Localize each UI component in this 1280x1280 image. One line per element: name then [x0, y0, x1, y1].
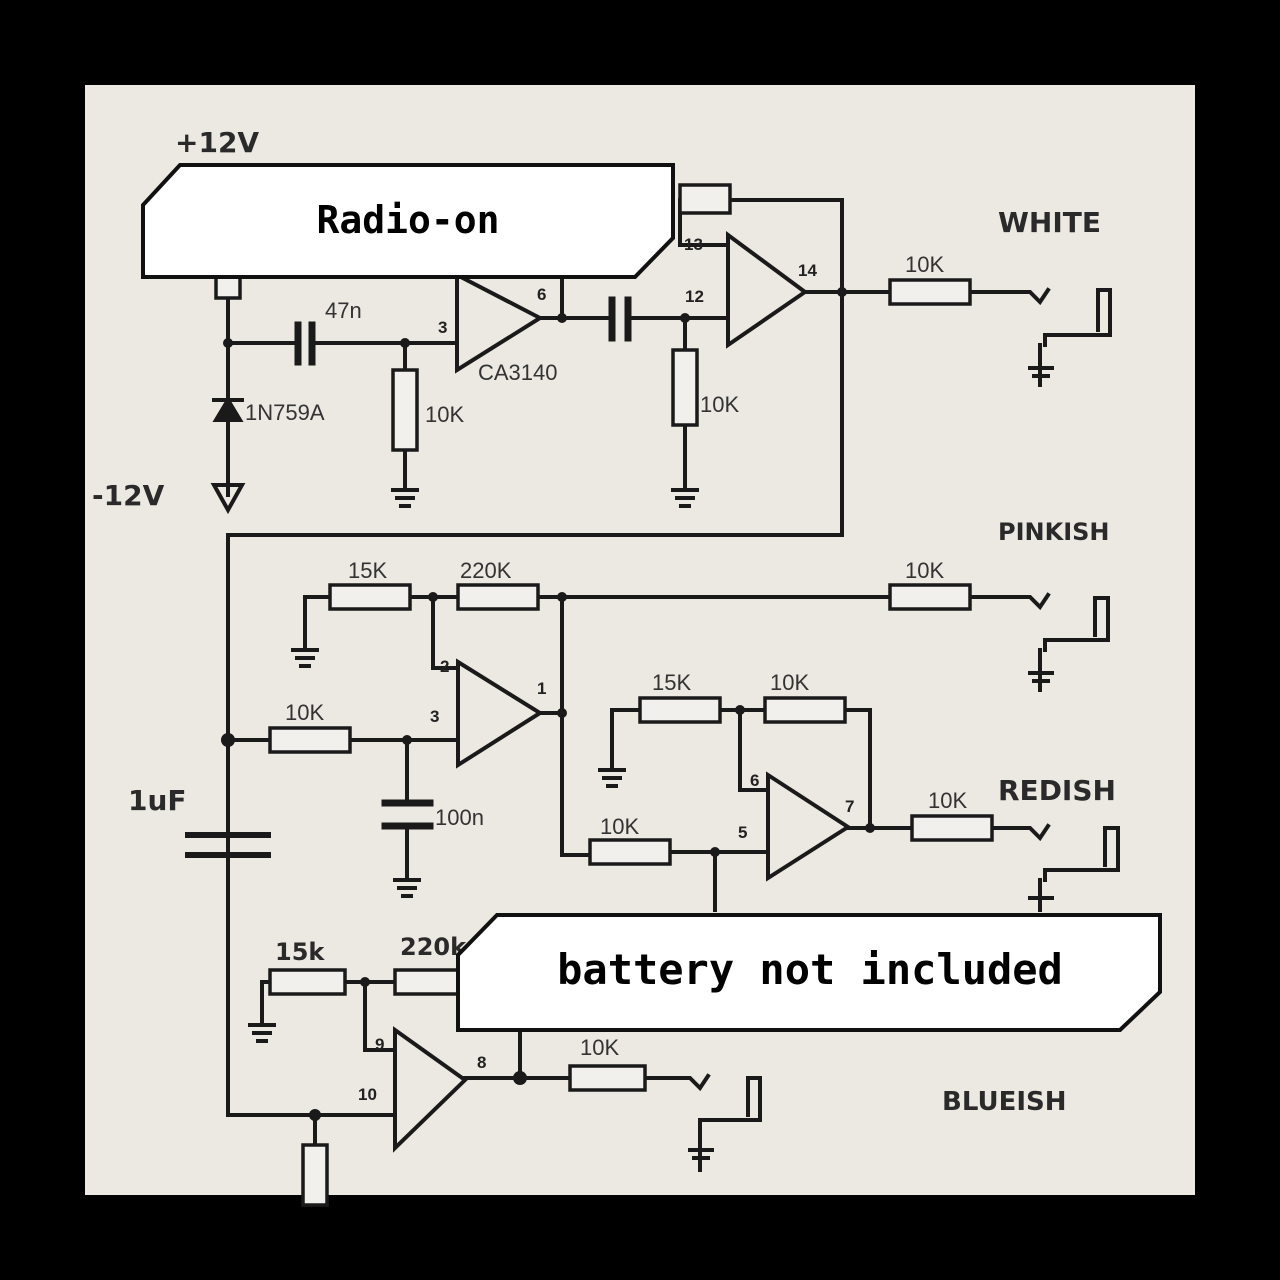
resistor-label: 10K — [700, 392, 739, 417]
resistor-label: 10K — [600, 814, 639, 839]
resistor — [268, 968, 347, 996]
junction-dots — [221, 287, 875, 1121]
resistor — [888, 278, 972, 306]
resistor-label: 10K — [285, 700, 324, 725]
components — [210, 183, 1120, 1207]
capacitor-47n — [294, 321, 316, 366]
opamp-model-label: CA3140 — [478, 360, 558, 385]
pin-label: 6 — [750, 771, 759, 790]
pin-label: 9 — [375, 1035, 384, 1054]
opamp-5 — [393, 1026, 469, 1153]
pin-label: 12 — [685, 287, 704, 306]
resistor — [568, 1064, 647, 1092]
resistor-label: 10K — [928, 788, 967, 813]
output-pinkish-label: PINKISH — [998, 518, 1110, 546]
resistor — [888, 583, 972, 611]
resistor-label: 10K — [905, 252, 944, 277]
resistor — [671, 348, 699, 427]
pin-label: 13 — [684, 235, 703, 254]
resistor — [910, 814, 994, 842]
pin-label: 14 — [798, 261, 817, 280]
ground-symbols — [248, 488, 699, 1043]
radio-on-tag-text: Radio-on — [316, 198, 499, 242]
resistor-label: 10K — [905, 558, 944, 583]
resistor-label: 220k — [400, 933, 467, 961]
supply-positive-label: +12V — [175, 126, 259, 159]
capacitor-47n-label: 47n — [325, 298, 362, 323]
pin-label: 6 — [537, 285, 546, 304]
negative-supply-symbol — [210, 483, 246, 515]
opamp-3 — [456, 658, 544, 769]
radio-on-tag: Radio-on — [141, 163, 675, 279]
resistor-label: 15K — [652, 670, 691, 695]
resistor — [328, 583, 412, 611]
schematic-labels: +12V -12V 1N759A 47n CA3140 10K 10K 3 6 … — [92, 126, 1116, 1117]
resistor-label: 10K — [425, 402, 464, 427]
opamp-4 — [766, 771, 852, 882]
zener-diode — [212, 396, 244, 422]
resistor — [391, 368, 419, 452]
pin-label: 10 — [358, 1085, 377, 1104]
pin-label: 5 — [738, 823, 747, 842]
resistor-label: 15k — [275, 938, 325, 966]
pin-label: 3 — [438, 318, 447, 337]
resistor — [301, 1143, 329, 1207]
output-blueish-label: BLUEISH — [942, 1087, 1067, 1117]
opamp-2 — [726, 231, 809, 349]
battery-tag: battery not included — [456, 913, 1162, 1032]
capacitor — [608, 296, 632, 342]
resistor-label: 10K — [580, 1035, 619, 1060]
potentiometer — [678, 183, 732, 215]
pin-label: 1 — [537, 679, 546, 698]
opamp-1 — [455, 271, 545, 374]
resistor — [763, 696, 847, 724]
resistor-label: 220K — [460, 558, 512, 583]
capacitor-100n — [381, 799, 434, 830]
output-redish-label: REDISH — [998, 774, 1116, 807]
supply-negative-label: -12V — [92, 479, 165, 512]
capacitor-1uf-label: 1uF — [128, 784, 187, 817]
output-white-label: WHITE — [998, 206, 1101, 239]
output-jacks — [688, 288, 1120, 1172]
zener-label: 1N759A — [245, 400, 325, 425]
battery-tag-text: battery not included — [557, 945, 1063, 994]
pin-label: 2 — [440, 657, 449, 676]
resistor-label: 10K — [770, 670, 809, 695]
resistor — [638, 696, 722, 724]
capacitor-100n-label: 100n — [435, 805, 484, 830]
resistor-label: 15K — [348, 558, 387, 583]
pin-label: 7 — [845, 797, 854, 816]
pin-label: 3 — [430, 707, 439, 726]
resistor — [588, 838, 672, 866]
resistor — [456, 583, 540, 611]
resistor — [268, 726, 352, 754]
pin-label: 8 — [477, 1053, 486, 1072]
